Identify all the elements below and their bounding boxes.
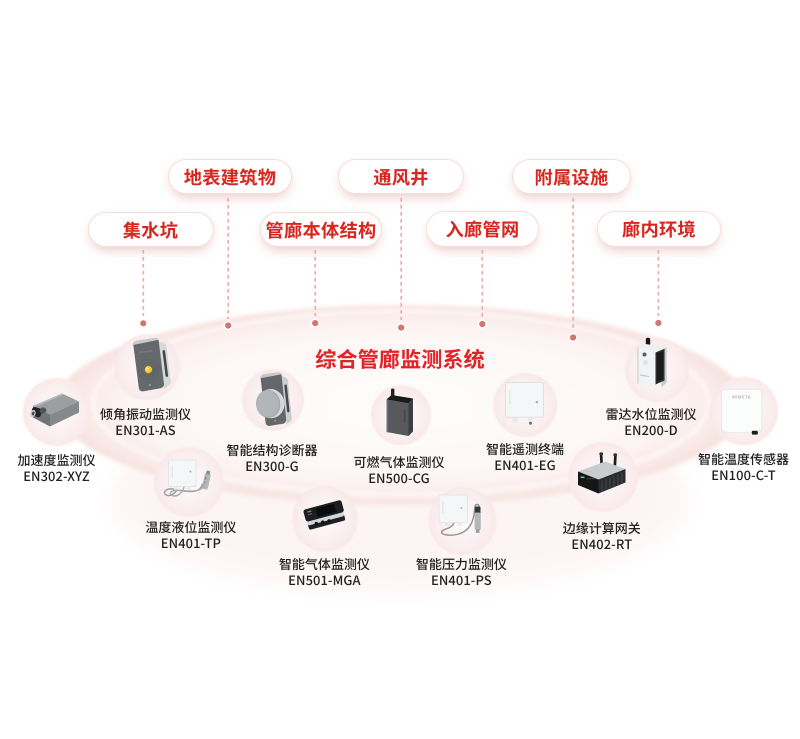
svg-text:MIMETA: MIMETA	[732, 395, 751, 401]
